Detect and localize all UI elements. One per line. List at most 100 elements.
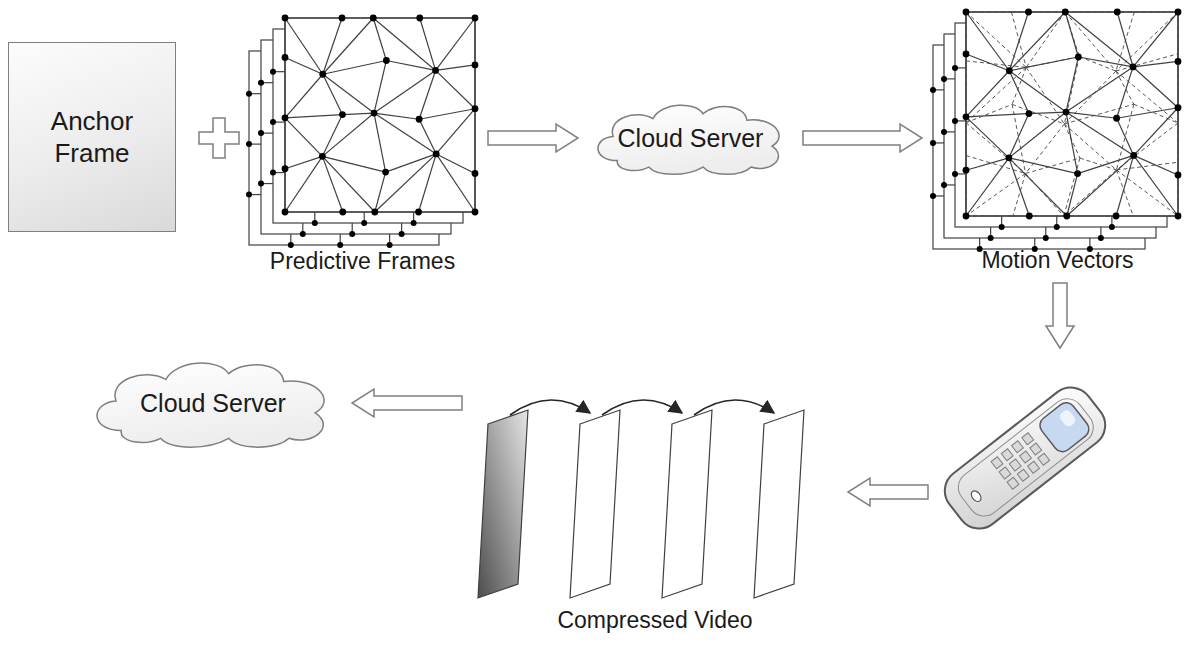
mesh-line	[1117, 67, 1133, 118]
mesh-line	[1009, 112, 1066, 158]
mesh-line	[1009, 158, 1067, 216]
mesh-line	[1067, 155, 1134, 216]
mesh-line	[1117, 108, 1178, 119]
mesh-vertex	[387, 242, 393, 248]
mesh-line	[285, 115, 342, 118]
mesh-vertex	[1114, 9, 1121, 16]
mesh-line	[323, 74, 343, 114]
key	[1017, 469, 1029, 481]
mesh-line	[285, 18, 323, 74]
motion-mesh-line	[1012, 67, 1026, 104]
mesh-vertex	[312, 220, 318, 226]
mesh-vertex	[416, 116, 423, 123]
mesh-vertex	[382, 169, 389, 176]
frame-arrow	[602, 400, 682, 415]
key	[1009, 459, 1021, 471]
mesh-line	[373, 18, 435, 70]
mesh-line	[1133, 67, 1178, 108]
mesh-vertex	[361, 220, 367, 226]
mesh-line	[1066, 112, 1134, 155]
mesh-line	[374, 113, 419, 119]
mesh-line	[375, 154, 436, 212]
mesh-vertex	[472, 15, 479, 22]
mesh-vertex	[988, 235, 994, 241]
mesh-vertex	[300, 231, 306, 237]
key	[1001, 449, 1013, 461]
mesh-line	[436, 70, 475, 108]
mesh-vertex	[246, 192, 252, 198]
mesh-vertex	[371, 110, 378, 117]
mesh-line	[1066, 67, 1133, 112]
mesh-line	[966, 11, 1028, 12]
mesh-line	[374, 113, 386, 172]
key	[1022, 433, 1034, 445]
mesh-line	[1028, 11, 1065, 12]
mesh-line	[343, 211, 375, 212]
motion-mesh-line	[1064, 170, 1117, 216]
mesh-vertex	[1063, 213, 1070, 220]
mesh-line	[1067, 215, 1116, 216]
mesh-line	[1177, 175, 1178, 216]
mesh-vertex	[258, 80, 264, 86]
mesh-vertex	[1026, 110, 1033, 117]
mesh-line	[966, 215, 1029, 216]
mesh-line	[374, 113, 436, 154]
mesh-vertex	[963, 213, 970, 220]
motion-mesh-line	[966, 104, 1012, 122]
screen-glare	[1058, 408, 1077, 428]
mesh-line	[284, 57, 285, 117]
mesh-line	[1134, 155, 1178, 216]
mesh-line	[436, 109, 475, 154]
mesh-vertex	[319, 71, 326, 78]
mesh-vertex	[282, 54, 289, 61]
phone-button	[969, 489, 983, 503]
mesh-line	[285, 156, 322, 168]
mesh-vertex	[472, 209, 479, 216]
mesh-line	[322, 156, 374, 212]
mesh	[963, 9, 1182, 220]
mesh-line	[1177, 108, 1178, 175]
motion-mesh-line	[1026, 67, 1064, 124]
mesh-line	[419, 211, 475, 212]
mesh-line	[1029, 112, 1066, 113]
mesh-vertex	[246, 141, 252, 147]
mesh-line	[420, 18, 436, 70]
mesh-line	[284, 18, 285, 57]
motion-mesh-line	[966, 12, 1026, 67]
mesh-vertex	[246, 91, 252, 97]
mesh-line	[474, 173, 475, 212]
block-arrow	[848, 478, 928, 506]
mesh-line	[285, 74, 323, 118]
mesh-vertex	[952, 65, 958, 71]
mesh-vertex	[1109, 224, 1115, 230]
mesh-vertex	[1063, 109, 1070, 116]
figure-label: Compressed Video	[557, 607, 752, 633]
mesh-line	[1117, 11, 1178, 12]
mesh-vertex	[339, 209, 346, 216]
mesh-line	[420, 17, 475, 18]
key	[991, 457, 1003, 469]
mesh-vertex	[1075, 54, 1082, 61]
mesh-line	[419, 119, 436, 154]
mesh-vertex	[337, 242, 343, 248]
mesh-line	[1065, 12, 1133, 67]
block-arrow	[803, 124, 922, 152]
mesh-vertex	[370, 15, 377, 22]
mesh-line	[285, 211, 343, 212]
node-text: Cloud Server	[618, 123, 764, 153]
mesh-line	[1134, 108, 1178, 156]
mesh-line	[1009, 12, 1028, 71]
mesh-vertex	[433, 151, 440, 158]
motion-mesh-line	[1026, 12, 1065, 67]
mesh-line	[1116, 215, 1178, 216]
mesh-vertex	[472, 61, 479, 68]
mesh-line	[323, 18, 373, 74]
mesh-vertex	[270, 69, 276, 75]
mesh-vertex	[941, 129, 947, 135]
mesh-vertex	[258, 181, 264, 187]
motion-mesh-line	[1116, 170, 1178, 216]
frame-arrow	[510, 400, 590, 415]
front-frame	[285, 18, 475, 212]
mesh-line	[1009, 158, 1078, 174]
mesh-vertex	[963, 51, 970, 58]
